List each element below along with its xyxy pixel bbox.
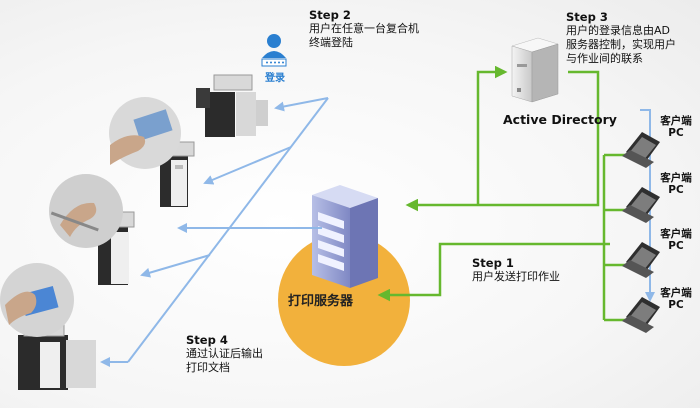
client-label-1-line2: PC xyxy=(668,127,684,139)
step2-line2: 终端登陆 xyxy=(309,36,353,49)
step2-label: Step 2 用户在任意一台复合机 终端登陆 xyxy=(309,8,419,50)
ad-server-icon xyxy=(511,37,559,103)
mfp-printer-1 xyxy=(196,74,268,137)
client-label-4-line1: 客户端 xyxy=(660,287,692,299)
client-pc-4 xyxy=(622,297,660,333)
step3-line2: 服务器控制，实现用户 xyxy=(566,38,676,51)
client-label-2: 客户端 PC xyxy=(657,172,695,196)
touch-panel-photo-3 xyxy=(0,263,74,337)
touch-panel-photo-2 xyxy=(49,174,123,248)
print-server-icon xyxy=(312,185,378,288)
client-label-3-line1: 客户端 xyxy=(660,228,692,240)
client-label-3: 客户端 PC xyxy=(657,228,695,252)
client-label-2-line1: 客户端 xyxy=(660,172,692,184)
login-label: 登录 xyxy=(265,73,285,84)
mfp-printer-2 xyxy=(160,141,195,207)
step3-label: Step 3 用户的登录信息由AD 服务器控制，实现用户 与作业间的联系 xyxy=(566,10,676,66)
user-login-icon xyxy=(261,34,287,67)
print-server-label: 打印服务器 xyxy=(288,294,354,309)
client-label-2-line2: PC xyxy=(668,184,684,196)
step3-line1: 用户的登录信息由AD xyxy=(566,24,670,37)
step2-title: Step 2 xyxy=(309,8,351,22)
step4-label: Step 4 通过认证后输出 打印文档 xyxy=(186,333,263,375)
step2-line1: 用户在任意一台复合机 xyxy=(309,22,419,35)
client-label-1: 客户端 PC xyxy=(657,115,695,139)
step4-line2: 打印文档 xyxy=(186,361,230,374)
client-label-1-line1: 客户端 xyxy=(660,115,692,127)
step1-label: Step 1 用户发送打印作业 xyxy=(472,256,560,284)
client-pc-3 xyxy=(622,242,660,278)
client-pc-1 xyxy=(622,132,660,168)
ad-label: Active Directory xyxy=(503,112,617,127)
step3-line3: 与作业间的联系 xyxy=(566,52,643,65)
step4-line1: 通过认证后输出 xyxy=(186,347,263,360)
step1-line1: 用户发送打印作业 xyxy=(472,270,560,283)
client-label-4: 客户端 PC xyxy=(657,287,695,311)
step3-title: Step 3 xyxy=(566,10,608,24)
client-label-4-line2: PC xyxy=(668,299,684,311)
step1-title: Step 1 xyxy=(472,256,514,270)
client-label-3-line2: PC xyxy=(668,240,684,252)
step4-title: Step 4 xyxy=(186,333,228,347)
touch-panel-photo-1 xyxy=(109,97,181,169)
client-pc-2 xyxy=(622,187,660,223)
